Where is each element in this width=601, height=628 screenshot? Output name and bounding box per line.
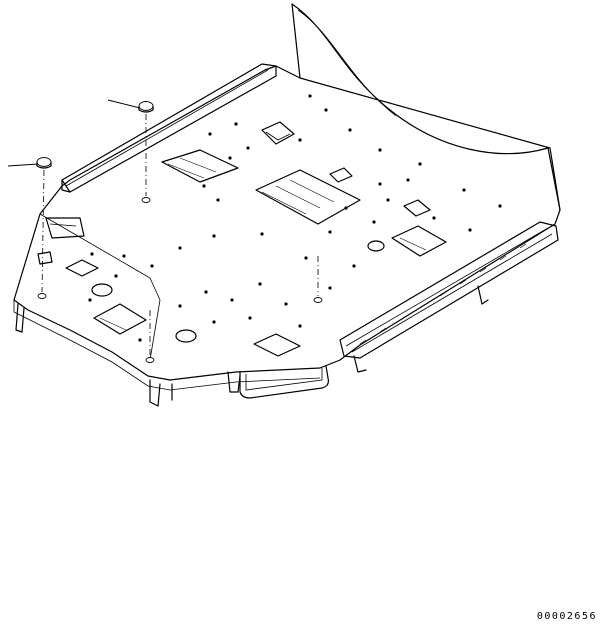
- floor-openings: [65, 149, 447, 357]
- support-legs: [15, 285, 489, 407]
- mount-brackets: [37, 121, 431, 265]
- left-rail: [61, 63, 277, 193]
- floor-plate: [13, 65, 561, 391]
- round-openings: [91, 240, 385, 343]
- rear-wall: [291, 3, 561, 211]
- center-lines: [41, 114, 319, 356]
- step-handle: [239, 365, 329, 399]
- part-code: 00002656: [536, 611, 597, 622]
- rubber-plugs: [36, 101, 323, 363]
- leader-lines: [7, 99, 141, 167]
- bolt-holes: [88, 94, 502, 342]
- right-rail: [339, 221, 559, 359]
